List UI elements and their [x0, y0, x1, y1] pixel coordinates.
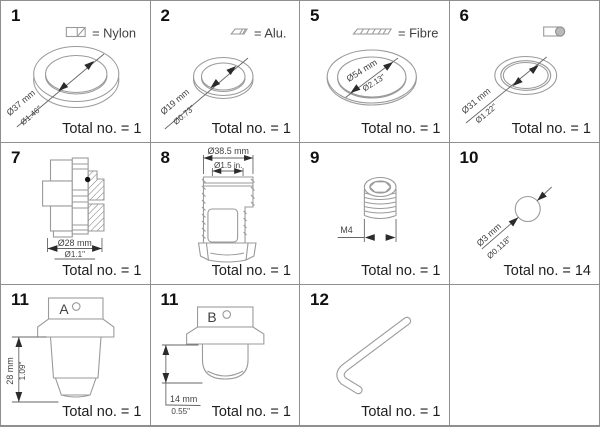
total-count: Total no. = 14: [503, 263, 591, 279]
legend-label: = Nylon: [92, 25, 136, 40]
dimension-arrow: [233, 168, 243, 174]
dimension-arrow: [508, 217, 518, 227]
dimension-arrow: [58, 81, 69, 91]
part-drawing-union-plug: Ø28 mm Ø1.1": [42, 157, 105, 260]
dimension-arrow: [202, 155, 212, 161]
dimension-arrow: [350, 84, 361, 93]
part-number: 7: [11, 148, 21, 167]
part-drawing-alu-washer: Ø19 mm Ø0.73" = Alu.: [158, 25, 286, 130]
part-label: B: [207, 309, 216, 325]
dimension-arrow: [243, 155, 253, 161]
dim-label-mm: Ø28 mm: [58, 238, 92, 248]
dim-label-mm: 28 mm: [5, 357, 15, 384]
part-cell-9: 9 M4 Total no. = 1: [300, 143, 450, 285]
part-number: 6: [459, 6, 469, 25]
part-drawing-fibre-gasket: Ø54 mm Ø2.13" = Fibre: [326, 25, 438, 106]
legend-label: = Fibre: [398, 25, 438, 40]
dimension-arrow: [161, 345, 169, 355]
part-number: 5: [310, 6, 320, 25]
total-count: Total no. = 1: [361, 121, 441, 137]
dim-label-in: Ø1.5 in.: [214, 161, 242, 170]
dimension-arrow: [209, 78, 220, 88]
part-cell-2: 2 Ø19 mm Ø0.73" = Alu. Total no. = 1: [150, 1, 300, 143]
part-number: 9: [310, 148, 320, 167]
legend-label: = Alu.: [253, 25, 286, 40]
part-drawing-nozzle-a: A 28 mm 1.09": [5, 297, 115, 403]
part-cell-11a: 11 A 28 mm 1.09" Total no. =: [1, 285, 151, 425]
part-cell-1: 1 Ø37 mm Ø1.46" = Nylon Total no. = 1: [1, 1, 151, 143]
orifice-mark: [71, 302, 81, 311]
dimension-arrow: [536, 191, 547, 201]
dimension-arrow: [84, 61, 95, 71]
part-cell-7: 7: [1, 143, 151, 285]
total-count: Total no. = 1: [211, 404, 291, 420]
oring-dot: [84, 176, 91, 183]
part-drawing-nylon-washer: Ø37 mm Ø1.46" = Nylon: [5, 25, 136, 128]
part-label: A: [59, 301, 69, 317]
part-number: 1: [11, 6, 21, 25]
part-drawing-oring: Ø31 mm Ø1.22": [459, 26, 565, 125]
empty-cell: [449, 285, 599, 425]
part-number: 11: [11, 290, 29, 309]
dimension-arrow: [225, 66, 236, 76]
nylon-swatch-icon: [65, 26, 86, 38]
part-drawing-set-screw: M4: [337, 176, 397, 242]
dimension-arrow: [161, 373, 169, 383]
part-drawing-ball: Ø3 mm Ø0.118": [474, 186, 552, 261]
total-count: Total no. = 1: [511, 121, 591, 137]
dimension-arrow: [385, 234, 396, 241]
hex-socket: [369, 181, 392, 193]
dim-label-in: 1.09": [18, 361, 27, 380]
part-number: 10: [459, 148, 479, 167]
part-number: 2: [160, 6, 170, 25]
dimension-arrow: [383, 62, 394, 71]
part-cell-10: 10 Ø3 mm Ø0.118" Total no. = 14: [449, 143, 599, 285]
total-count: Total no. = 1: [62, 404, 142, 420]
total-count: Total no. = 1: [361, 263, 441, 279]
total-count: Total no. = 1: [211, 121, 291, 137]
part-cell-12: 12 Total no. = 1: [300, 285, 450, 425]
dim-label-in: 0.55": [171, 407, 190, 416]
part-drawing-allen-key: [336, 316, 412, 395]
part-cell-5: 5 Ø54 mm Ø2.13" = Fibre Total no. = 1: [300, 1, 450, 143]
part-cell-6: 6 Ø31 mm Ø1.22" Total no. = 1: [449, 1, 599, 143]
dimension-arrow: [15, 392, 23, 402]
dimension-arrow: [211, 168, 221, 174]
dim-label-mm: M4: [340, 225, 352, 235]
part-cell-8: 8 Ø38.5 mm Ø1.5 in.: [150, 143, 300, 285]
total-count: Total no. = 1: [62, 263, 142, 279]
dim-label-mm: Ø38.5 mm: [207, 146, 249, 156]
dim-label-in: Ø1.1": [65, 250, 86, 259]
dimension-arrow: [47, 245, 58, 252]
part-drawing-cap: Ø38.5 mm Ø1.5 in.: [197, 146, 257, 263]
part-number: 11: [160, 290, 179, 309]
total-count: Total no. = 1: [211, 263, 291, 279]
dimension-arrow: [528, 65, 539, 75]
part-number: 12: [310, 290, 329, 309]
total-count: Total no. = 1: [62, 121, 142, 137]
part-number: 8: [160, 148, 170, 167]
total-count: Total no. = 1: [361, 404, 441, 420]
part-cell-11b: 11 B 14 mm 0.55" Total no. = 1: [150, 285, 300, 425]
dimension-arrow: [92, 245, 102, 252]
orifice-mark: [221, 310, 231, 319]
part-drawing-nozzle-b: B 14 mm 0.55": [161, 306, 264, 416]
dimension-arrow: [15, 337, 23, 347]
dim-label-mm: 14 mm: [170, 394, 197, 404]
dimension-arrow: [512, 76, 523, 86]
dimension-arrow: [364, 234, 375, 241]
